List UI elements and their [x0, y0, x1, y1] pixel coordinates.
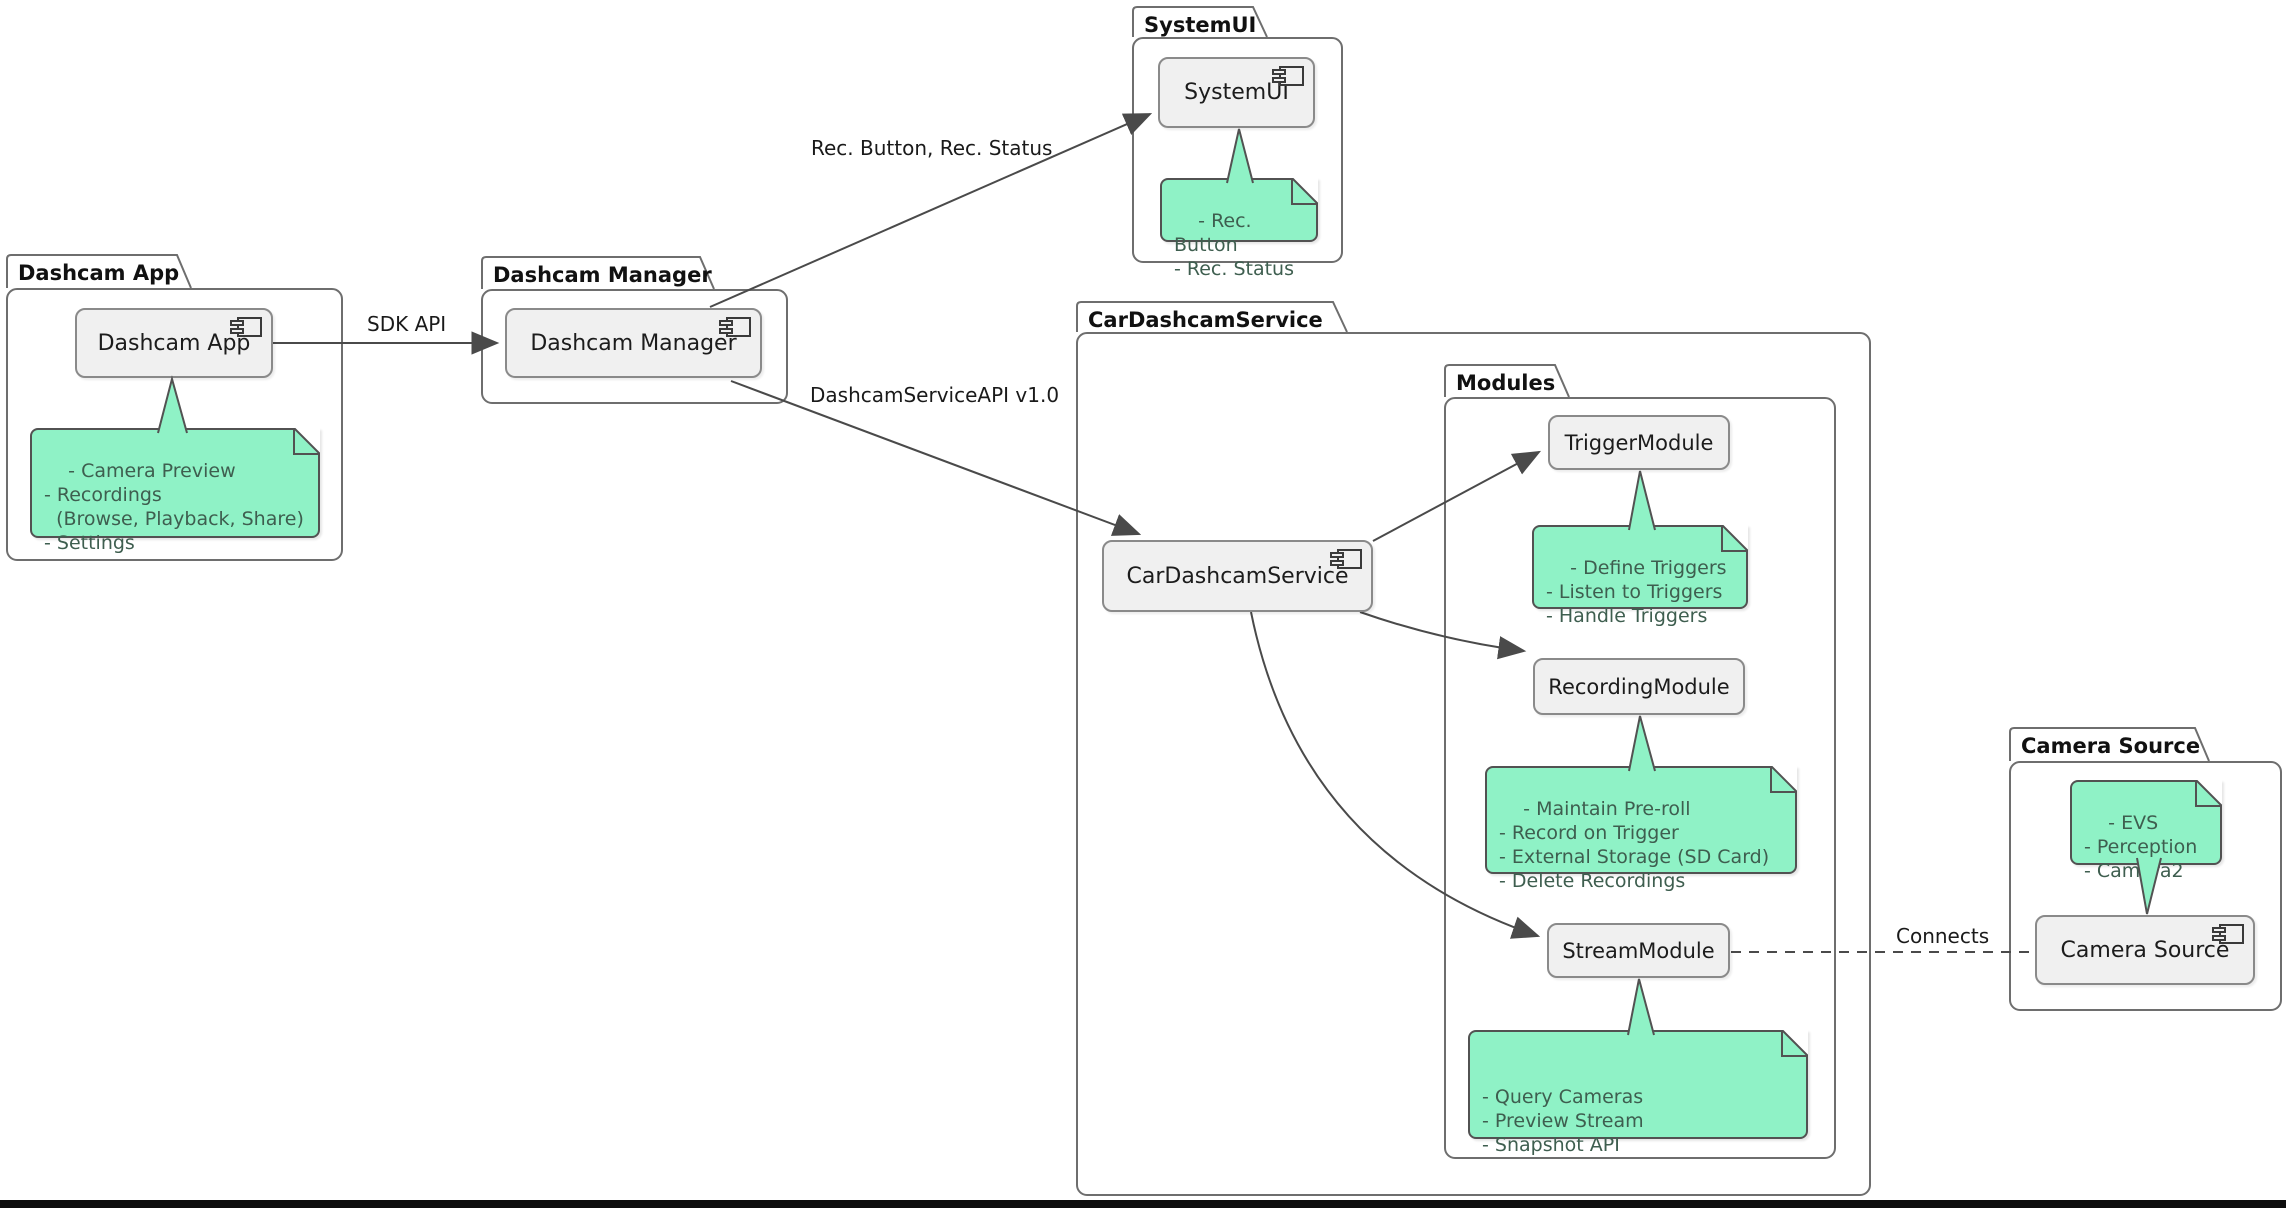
note-fold-icon — [293, 428, 320, 455]
note-systemui: - Rec. Button - Rec. Status — [1160, 178, 1318, 280]
component-label: Dashcam Manager — [530, 330, 737, 356]
component-label: Dashcam App — [97, 330, 251, 356]
component-label: CarDashcamService — [1126, 563, 1349, 589]
note-fold-icon — [1291, 178, 1318, 205]
package-title-cardashcamservice: CarDashcamService — [1088, 308, 1323, 332]
package-title-systemui: SystemUI — [1144, 13, 1257, 37]
note-tail-trigger — [1629, 471, 1655, 530]
component-icon — [230, 317, 262, 337]
note-text: - Define Triggers - Listen to Triggers -… — [1546, 557, 1727, 627]
note-fold-icon — [1781, 1030, 1808, 1057]
component-stream-module: StreamModule — [1547, 923, 1730, 978]
note-camera-source: - EVS - Perception - Camera2 — [2070, 780, 2222, 882]
component-label: TriggerModule — [1564, 430, 1714, 455]
note-tail-stream — [1628, 979, 1654, 1035]
package-title-camera-source: Camera Source — [2021, 734, 2201, 758]
note-text: - Camera Preview - Recordings (Browse, P… — [44, 460, 304, 554]
note-fold-icon — [1721, 525, 1748, 552]
note-recording-module: - Maintain Pre-roll - Record on Trigger … — [1485, 766, 1797, 892]
component-icon — [2212, 924, 2244, 944]
package-title-dashcam-manager: Dashcam Manager — [493, 263, 712, 287]
note-dashcam-app: - Camera Preview - Recordings (Browse, P… — [30, 428, 320, 554]
component-dashcam-app: Dashcam App — [75, 308, 273, 378]
edge-label-sdk-api: SDK API — [367, 312, 447, 336]
package-title-dashcam-app: Dashcam App — [18, 261, 180, 285]
component-icon — [719, 317, 751, 337]
component-label: StreamModule — [1562, 938, 1715, 963]
component-icon — [1272, 66, 1304, 86]
note-text: - Rec. Button - Rec. Status — [1174, 210, 1295, 280]
edge-label-dashcam-service-api: DashcamServiceAPI v1.0 — [810, 383, 1060, 407]
note-stream-module: - Query Cameras - Preview Stream - Snaps… — [1468, 1030, 1808, 1208]
component-recording-module: RecordingModule — [1533, 658, 1745, 715]
component-camera-source: Camera Source — [2035, 915, 2255, 985]
component-cardashcamservice: CarDashcamService — [1102, 540, 1373, 612]
arrow-service-to-recording — [1359, 611, 1527, 660]
component-label: SystemUI — [1184, 80, 1289, 105]
note-trigger-module: - Define Triggers - Listen to Triggers -… — [1532, 525, 1748, 627]
package-title-modules: Modules — [1456, 371, 1556, 395]
component-dashcam-manager: Dashcam Manager — [505, 308, 762, 378]
note-text: - Maintain Pre-roll - Record on Trigger … — [1499, 798, 1770, 892]
component-systemui: SystemUI — [1158, 57, 1315, 128]
note-tail-systemui — [1227, 129, 1253, 183]
note-fold-icon — [2195, 780, 2222, 807]
component-trigger-module: TriggerModule — [1548, 415, 1730, 470]
edge-label-connects: Connects — [1896, 924, 1990, 948]
component-label: RecordingModule — [1548, 674, 1730, 699]
note-fold-icon — [1770, 766, 1797, 793]
edge-label-rec-button-status: Rec. Button, Rec. Status — [811, 136, 1053, 160]
component-label: Camera Source — [2060, 937, 2230, 963]
note-tail-recording — [1629, 716, 1655, 771]
note-text: - Query Cameras - Preview Stream - Snaps… — [1482, 1086, 1644, 1156]
arrow-service-to-trigger — [1372, 450, 1542, 542]
bottom-window-edge — [0, 1200, 2286, 1208]
component-icon — [1330, 549, 1362, 569]
note-text: - EVS - Perception - Camera2 — [2084, 812, 2198, 882]
note-tail-dashcam-app — [158, 379, 187, 433]
